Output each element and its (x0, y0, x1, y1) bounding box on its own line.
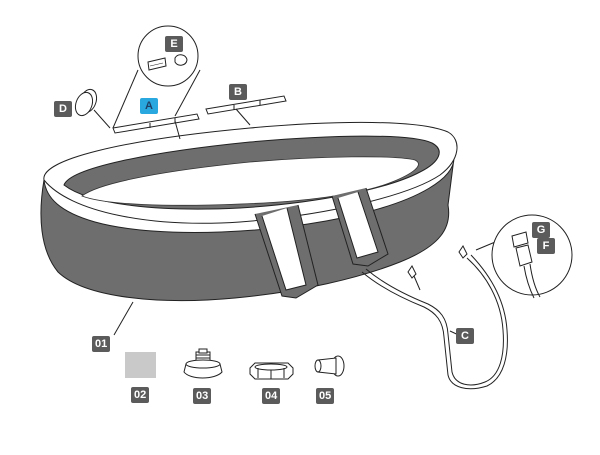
part-05-connector (314, 355, 345, 377)
part-02-label: 02 (131, 387, 150, 403)
part-04-nut (249, 362, 294, 380)
callout-gf-circle (475, 214, 573, 299)
leader-01 (113, 301, 134, 336)
part-a-beam (112, 113, 200, 140)
part-03-valve (183, 348, 223, 379)
pool-ladder (254, 187, 389, 299)
part-01-label: 01 (92, 336, 111, 352)
callout-e-circle (112, 25, 201, 129)
part-g-label: G (532, 222, 550, 238)
part-d-ring (74, 88, 111, 129)
part-b-beam (205, 95, 287, 126)
part-d-label: D (54, 101, 72, 117)
part-05-label: 05 (316, 388, 335, 404)
part-f-label: F (537, 238, 555, 254)
part-c-label: C (456, 328, 474, 344)
part-02-swatch (125, 352, 156, 378)
part-b-label: B (229, 84, 247, 100)
part-e-label: E (165, 36, 183, 52)
pool-body (40, 121, 458, 302)
part-c-hose (361, 245, 508, 390)
part-03-label: 03 (193, 388, 212, 404)
part-04-label: 04 (262, 388, 281, 404)
part-a-label: A (140, 98, 158, 114)
